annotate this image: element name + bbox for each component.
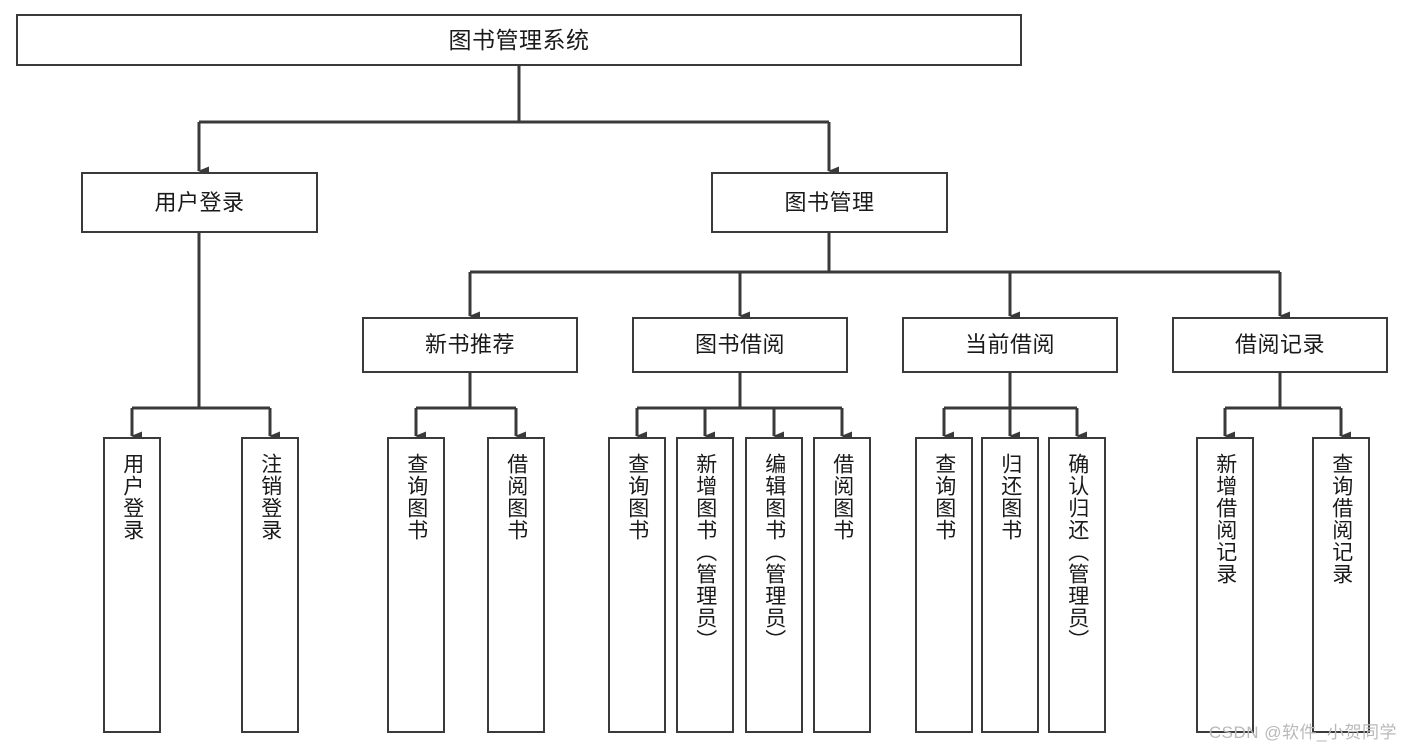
node-label: 查询图书 (404, 453, 428, 541)
node-leaf-borrow-edit-book[interactable]: 编辑图书（管理员） (745, 437, 803, 733)
node-leaf-rec-query-record[interactable]: 查询借阅记录 (1312, 437, 1370, 733)
node-label: 当前借阅 (964, 332, 1055, 358)
node-book-manage[interactable]: 图书管理 (711, 172, 948, 233)
node-book-borrow[interactable]: 图书借阅 (632, 317, 848, 373)
node-label: 查询图书 (625, 453, 649, 541)
node-label: 新增图书（管理员） (693, 453, 717, 651)
node-label: 注销登录 (258, 453, 282, 541)
node-label: 新增借阅记录 (1213, 453, 1237, 585)
node-label: 借阅图书 (504, 453, 528, 541)
node-borrow-record[interactable]: 借阅记录 (1172, 317, 1388, 373)
node-label: 借阅记录 (1234, 332, 1325, 358)
node-root[interactable]: 图书管理系统 (16, 14, 1022, 66)
node-label: 用户登录 (120, 453, 144, 541)
node-leaf-borrow-lend-book[interactable]: 借阅图书 (813, 437, 871, 733)
node-label: 查询借阅记录 (1329, 453, 1353, 585)
node-label: 用户登录 (154, 189, 245, 215)
node-leaf-cur-confirm-return[interactable]: 确认归还（管理员） (1048, 437, 1106, 733)
node-new-book-rec[interactable]: 新书推荐 (362, 317, 578, 373)
node-leaf-rec-query-book[interactable]: 查询图书 (387, 437, 445, 733)
node-leaf-rec-add-record[interactable]: 新增借阅记录 (1196, 437, 1254, 733)
node-leaf-cur-query-book[interactable]: 查询图书 (915, 437, 973, 733)
node-label: 查询图书 (932, 453, 956, 541)
node-leaf-cur-return-book[interactable]: 归还图书 (981, 437, 1039, 733)
node-label: 借阅图书 (830, 453, 854, 541)
node-label: 确认归还（管理员） (1065, 453, 1089, 651)
watermark: CSDN @软件_小贺同学 (1208, 723, 1397, 742)
node-label: 图书管理系统 (448, 26, 590, 53)
node-label: 新书推荐 (424, 332, 515, 358)
node-label: 归还图书 (998, 453, 1022, 541)
node-leaf-borrow-query-book[interactable]: 查询图书 (608, 437, 666, 733)
node-leaf-user-logout[interactable]: 注销登录 (241, 437, 299, 733)
node-leaf-user-login[interactable]: 用户登录 (103, 437, 161, 733)
node-leaf-rec-borrow-book[interactable]: 借阅图书 (487, 437, 545, 733)
node-user-login[interactable]: 用户登录 (81, 172, 318, 233)
node-label: 图书管理 (784, 189, 875, 215)
node-label: 图书借阅 (694, 332, 785, 358)
connector-group (130, 66, 1351, 441)
node-leaf-borrow-add-book[interactable]: 新增图书（管理员） (676, 437, 734, 733)
node-current-borrow[interactable]: 当前借阅 (902, 317, 1118, 373)
node-label: 编辑图书（管理员） (762, 453, 786, 651)
